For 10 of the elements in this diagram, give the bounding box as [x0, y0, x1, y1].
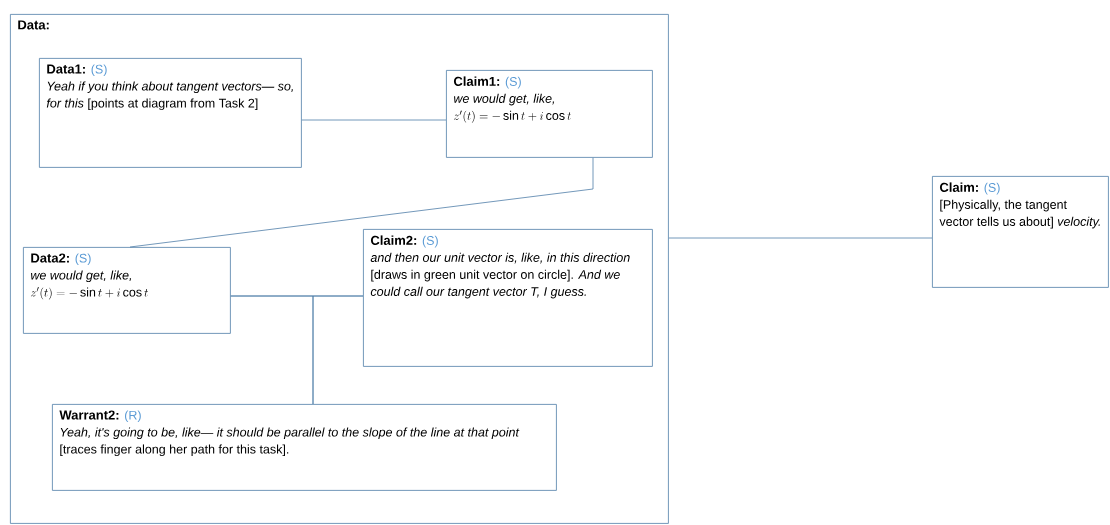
- connector-line: [668, 237, 933, 239]
- connector-line: [129, 157, 594, 248]
- claim-box: Claim2: (S) and then our unit vector is, like, in this direction [draws in green unit vector on circle]. And we could call our tangent vector T, I guess.: [363, 229, 653, 367]
- connector-line: [312, 295, 364, 405]
- claim-box: Claim: (S) [Physically, the tangent vector tells us about] velocity.: [932, 176, 1109, 288]
- connector-line: [301, 119, 447, 121]
- claim-box: Claim1: (S) we would get, like, $z'(t) = -\sin t + i\cos t$: [446, 70, 653, 158]
- data-box: Data2: (S) we would get, like, $z'(t) = -\sin t + i\cos t$: [23, 247, 231, 334]
- data-box: Data1: (S) Yeah if you think about tangent vectors— so, for this [points at diagram from Task 2]: [39, 58, 302, 168]
- warrant-box: Warrant2: (R) Yeah, it's going to be, like— it should be parallel to the slope of the line at that point [traces finger along her path for this task].: [52, 404, 557, 491]
